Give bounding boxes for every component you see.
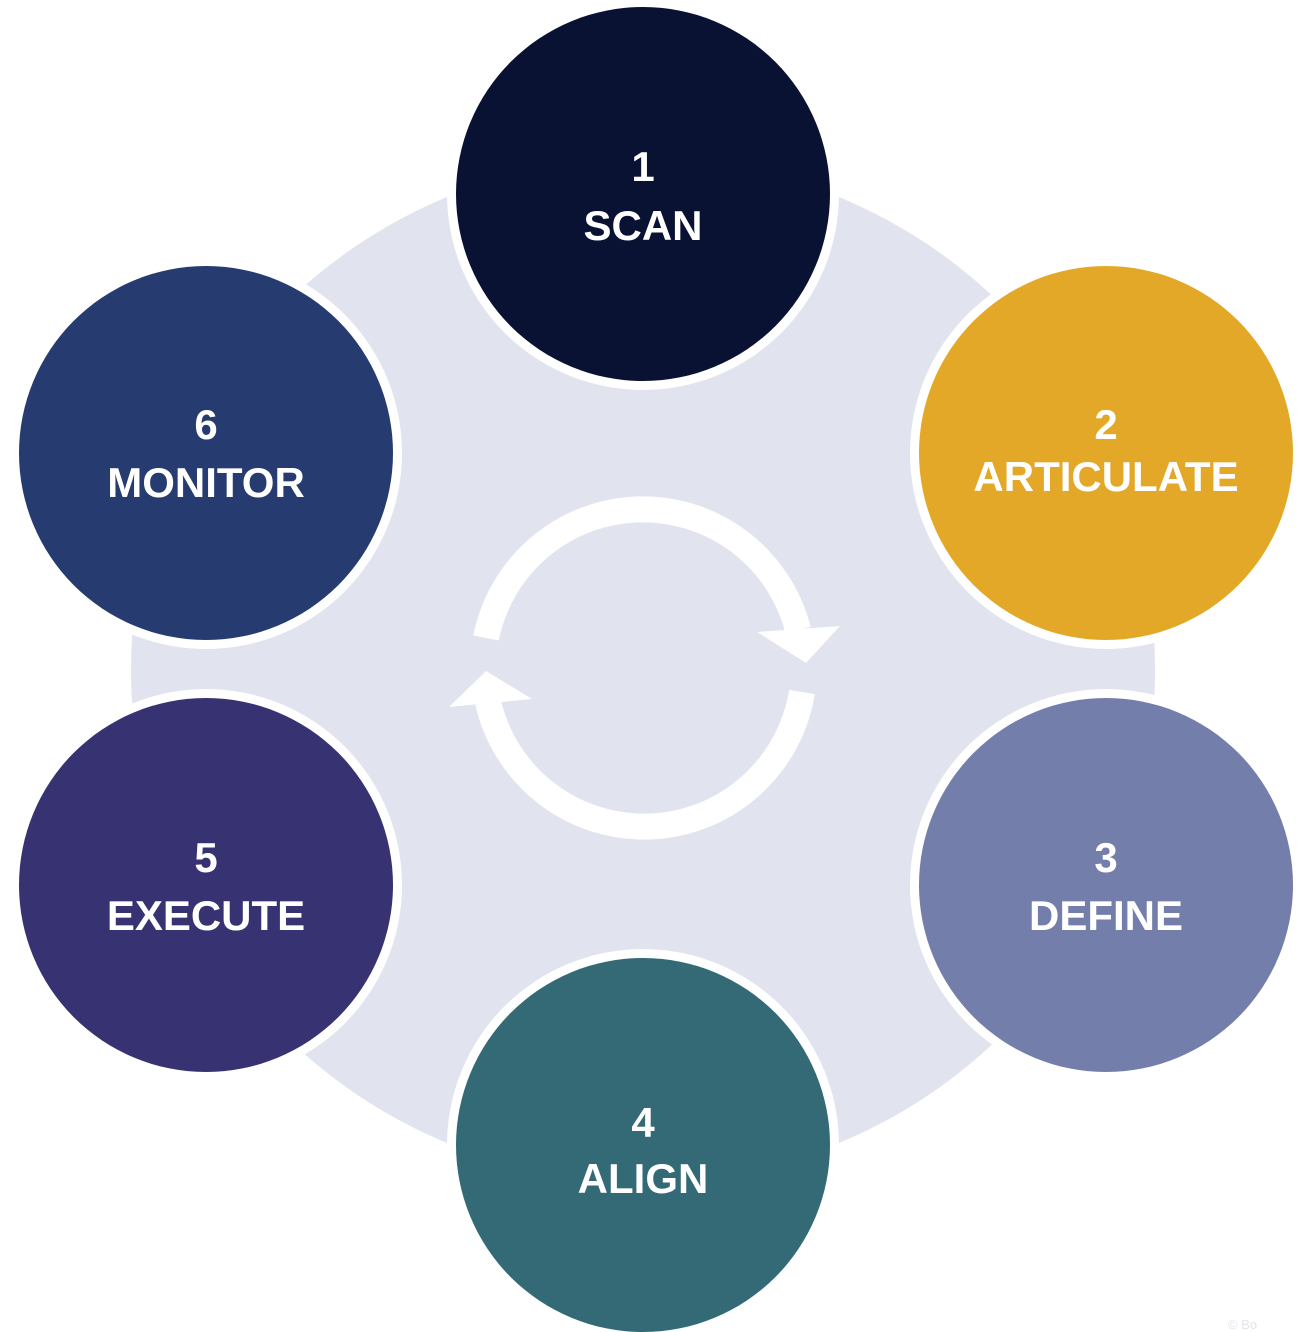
step-3-number: 3 xyxy=(1094,834,1117,881)
step-2-number: 2 xyxy=(1094,401,1117,448)
step-1-label: SCAN xyxy=(583,202,702,249)
step-3: 3 DEFINE xyxy=(910,689,1302,1081)
watermark: © Bo xyxy=(1228,1317,1257,1332)
step-2-circle xyxy=(919,266,1293,640)
cycle-arrowhead-top xyxy=(757,626,840,663)
refresh-cycle-icon xyxy=(449,496,840,840)
step-4-label: ALIGN xyxy=(578,1155,709,1202)
step-6: 6 MONITOR xyxy=(10,257,402,649)
step-6-label: MONITOR xyxy=(107,459,305,506)
step-1-circle xyxy=(456,7,830,381)
step-6-number: 6 xyxy=(194,401,217,448)
step-3-label: DEFINE xyxy=(1029,892,1183,939)
step-5: 5 EXECUTE xyxy=(10,689,402,1081)
step-2: 2 ARTICULATE xyxy=(910,257,1302,649)
step-4-number: 4 xyxy=(631,1099,655,1146)
step-5-number: 5 xyxy=(194,834,217,881)
cycle-arrowhead-bottom xyxy=(449,671,532,707)
step-6-circle xyxy=(19,266,393,640)
step-4: 4 ALIGN xyxy=(447,949,839,1332)
step-5-circle xyxy=(19,698,393,1072)
step-3-circle xyxy=(919,698,1293,1072)
step-2-label: ARTICULATE xyxy=(973,453,1238,500)
cycle-arrow-bottom xyxy=(475,689,815,840)
step-1: 1 SCAN xyxy=(447,0,839,390)
step-4-circle xyxy=(456,958,830,1332)
step-1-number: 1 xyxy=(631,143,654,190)
step-5-label: EXECUTE xyxy=(107,892,305,939)
cycle-arrow-top xyxy=(473,496,811,641)
